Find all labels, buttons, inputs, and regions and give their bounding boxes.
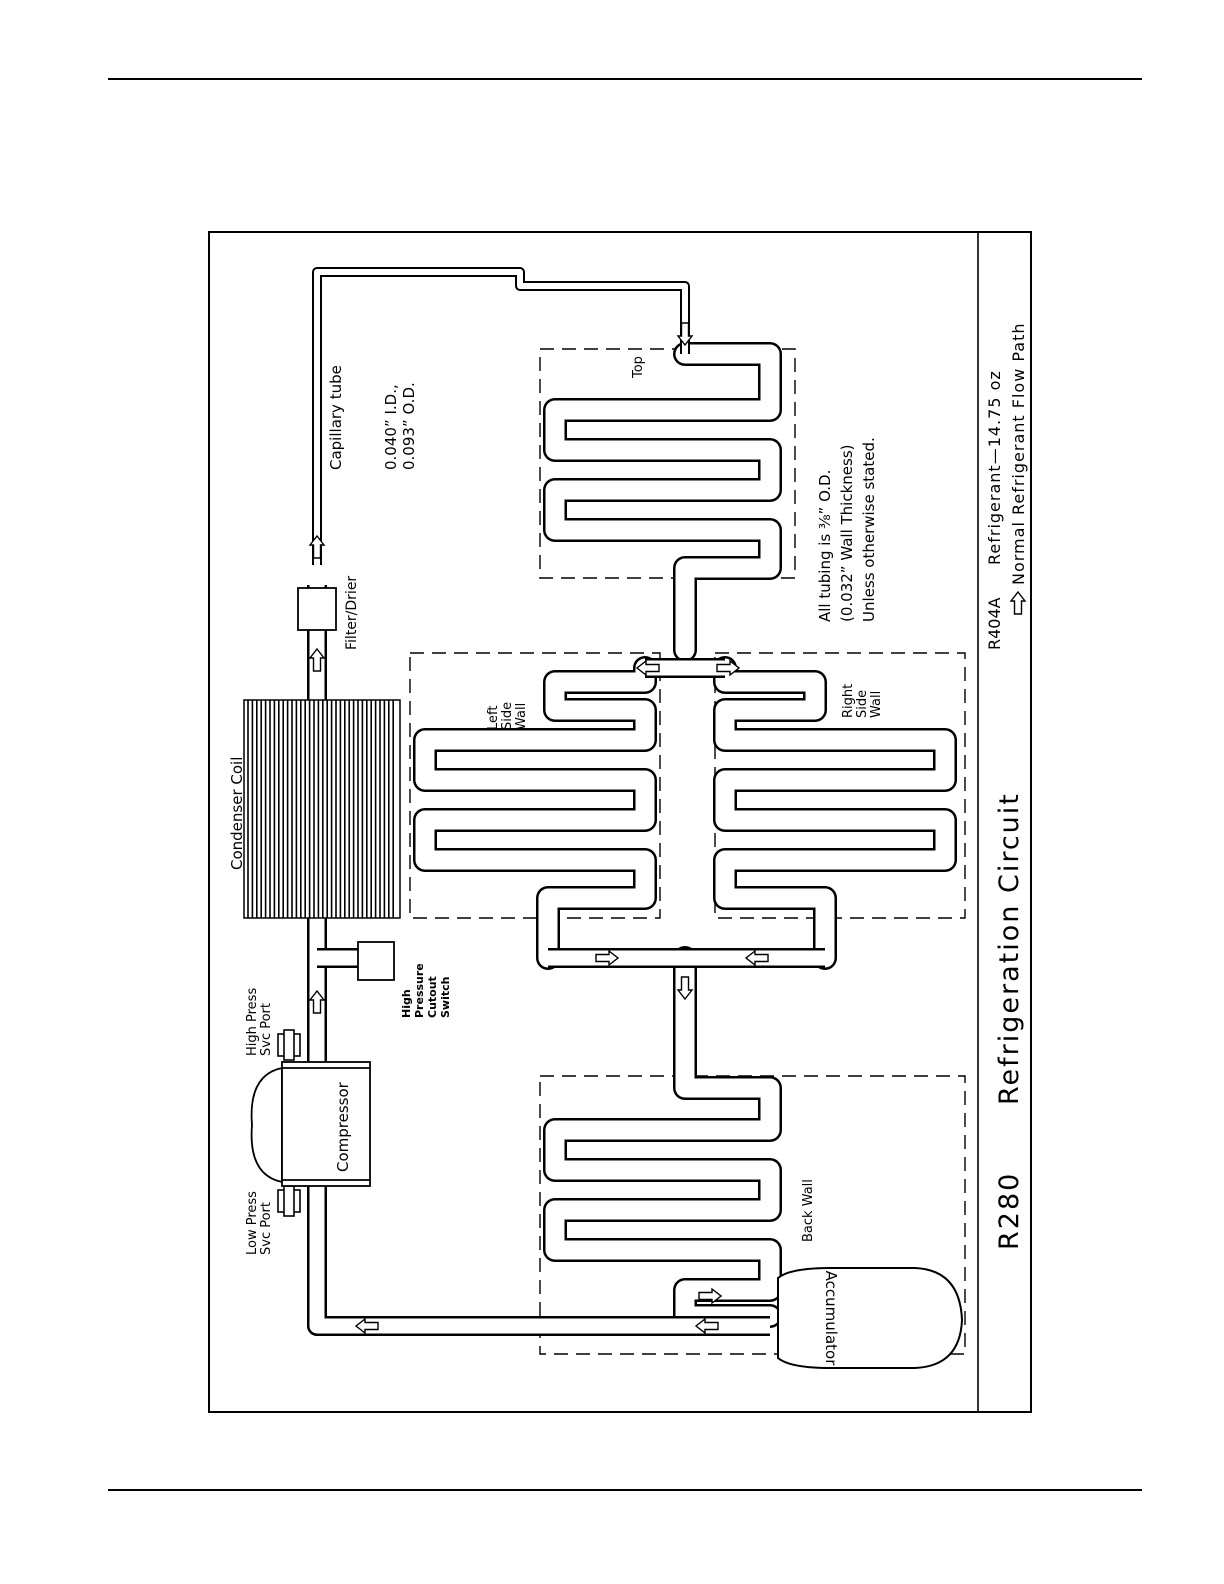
tubing-note-1: All tubing is ⅜” O.D. xyxy=(816,470,834,622)
high-port-label-2: Svc Port xyxy=(259,1003,274,1056)
capillary-od: 0.093” O.D. xyxy=(400,382,418,470)
coil-right-side-wall xyxy=(713,656,957,970)
condenser-coil xyxy=(243,699,401,919)
refrigerant-type: R404A xyxy=(985,597,1004,650)
capillary-label: Capillary tube xyxy=(327,365,345,470)
left-wall-label-3: Wall xyxy=(514,703,529,730)
filter-drier xyxy=(297,587,337,631)
tubing-note-2: (0.032” Wall Thickness) xyxy=(838,445,856,623)
left-wall-label-2: Side xyxy=(500,702,515,730)
zone-right-side-wall xyxy=(714,652,966,919)
flow-legend-text: Normal Refrigerant Flow Path xyxy=(1009,322,1028,585)
model-number: R280 xyxy=(994,1172,1025,1250)
labels: R280 Refrigeration Circuit R404A Refrige… xyxy=(228,322,1028,1366)
condenser-label: Condenser Coil xyxy=(228,757,246,870)
compressor-label: Compressor xyxy=(334,1081,352,1172)
refrigerant-charge: Refrigerant—14.75 oz xyxy=(985,370,1004,565)
hp-switch-label-1: High xyxy=(400,989,413,1018)
compressor xyxy=(250,1061,371,1187)
accumulator-label: Accumulator xyxy=(822,1271,840,1367)
coil-top xyxy=(543,342,782,662)
footer-rule xyxy=(108,1489,1142,1491)
hp-switch-label-4: Switch xyxy=(439,977,452,1018)
legend-arrow-icon xyxy=(1010,591,1026,615)
top-wall-label: Top xyxy=(631,356,646,379)
high-pressure-cutout-switch xyxy=(357,941,395,981)
diagram-frame xyxy=(208,231,1032,1413)
coil-back-wall xyxy=(543,946,782,1328)
header-rule xyxy=(108,78,1142,80)
accumulator xyxy=(777,1267,964,1369)
hp-switch-label-2: Pressure xyxy=(413,963,426,1018)
filter-drier-label: Filter/Drier xyxy=(344,576,360,650)
capillary-id: 0.040” I.D., xyxy=(382,384,400,470)
refrigerant-lines xyxy=(307,267,825,1336)
back-wall-label: Back Wall xyxy=(801,1179,816,1242)
zone-left-side-wall xyxy=(409,652,661,919)
diagram-title: Refrigeration Circuit xyxy=(994,792,1025,1105)
wall-zones xyxy=(409,348,966,1355)
hp-switch-label-3: Cutout xyxy=(426,976,439,1018)
left-wall-label-1: Left xyxy=(486,706,501,730)
right-wall-label-1: Right xyxy=(841,684,856,718)
zone-top xyxy=(539,348,796,579)
right-wall-label-2: Side xyxy=(855,690,870,718)
high-port-label-1: High Press xyxy=(245,988,260,1056)
right-wall-label-3: Wall xyxy=(869,691,884,718)
coil-left-side-wall xyxy=(413,656,657,970)
low-port-label-1: Low Press xyxy=(245,1191,260,1255)
zone-back-wall xyxy=(539,1075,966,1355)
tubing-note-3: Unless otherwise stated. xyxy=(860,437,878,622)
low-port-label-2: Svc Port xyxy=(259,1202,274,1255)
